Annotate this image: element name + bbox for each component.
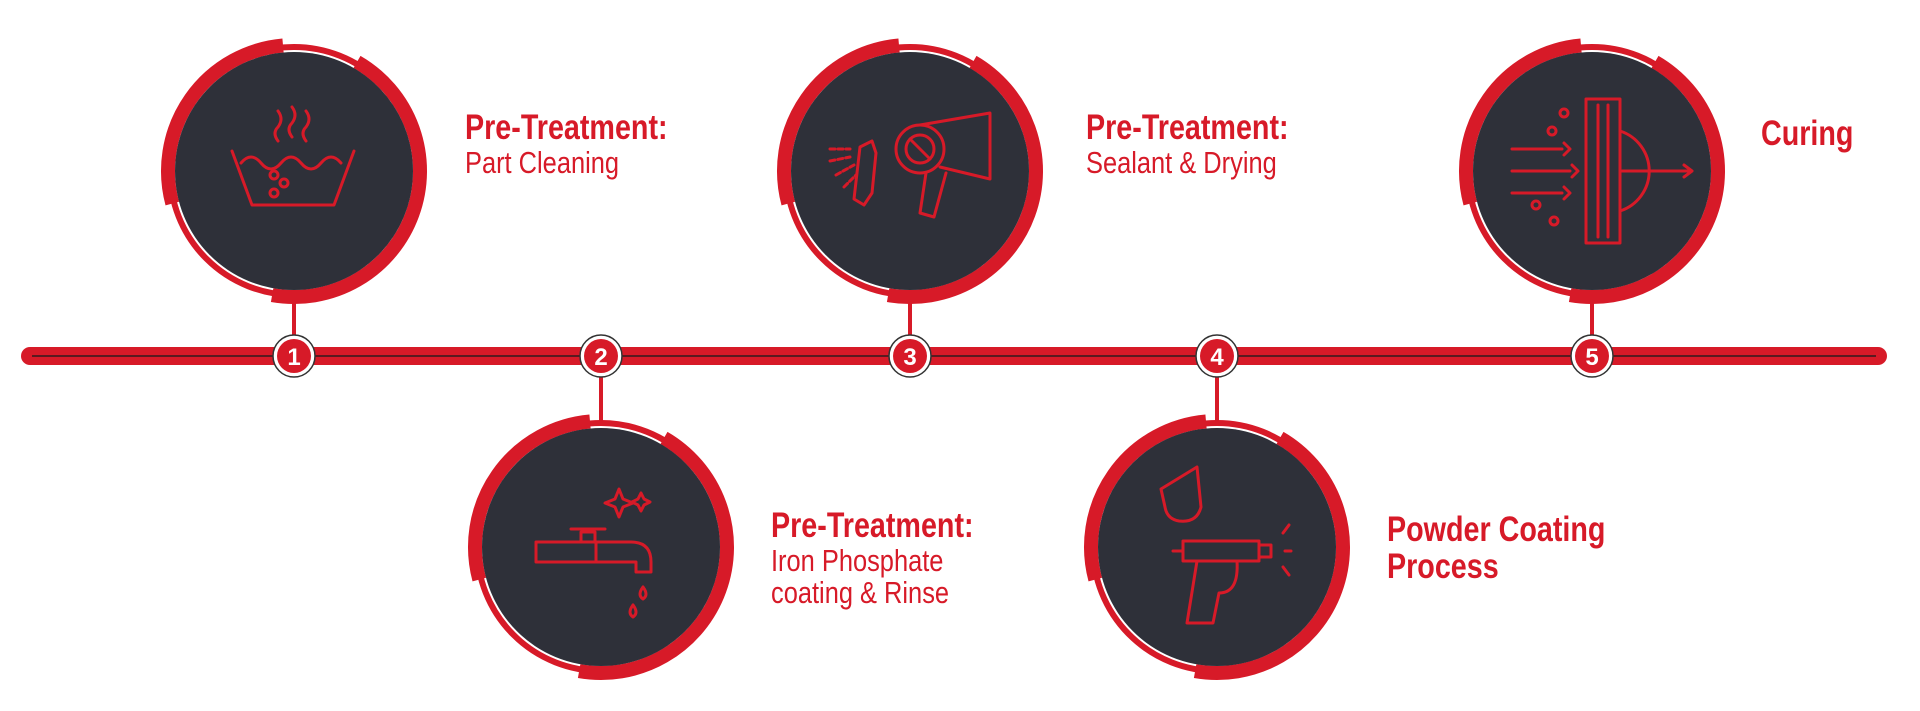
step-2-heading: Pre-Treatment: [771, 506, 974, 545]
ring-arc [468, 414, 591, 582]
step-2-node: 2 [579, 334, 623, 378]
step-2-circle [468, 414, 734, 680]
spray-dryer-icon [828, 111, 992, 219]
step-number: 2 [594, 344, 607, 371]
ring-arc [270, 55, 427, 304]
washing-basin-icon [230, 105, 356, 207]
step-number: 5 [1585, 344, 1598, 371]
step-4-label: Powder Coating Process [1387, 510, 1606, 586]
step-5-circle [1459, 38, 1725, 304]
step-1-label: Pre-Treatment: Part Cleaning [465, 108, 668, 180]
step-3-subtitle: Sealant & Drying [1086, 144, 1277, 180]
step-3-heading: Pre-Treatment: [1086, 108, 1289, 147]
faucet-icon [534, 487, 653, 619]
step-1-node: 1 [272, 334, 316, 378]
step-1-circle [161, 38, 427, 304]
step-4-heading: Powder Coating [1387, 510, 1606, 549]
ring-arc [577, 431, 734, 680]
step-2-label: Pre-Treatment: Iron Phosphate coating & … [771, 506, 974, 611]
step-3-node: 3 [888, 334, 932, 378]
step-4-circle [1084, 414, 1350, 680]
ring-arc [1568, 55, 1725, 304]
step-1-subtitle: Part Cleaning [465, 144, 620, 180]
ring-arc [161, 38, 284, 206]
step-5-label: Curing [1761, 114, 1854, 153]
curing-oven-icon [1510, 97, 1694, 245]
step-4-node: 4 [1195, 334, 1239, 378]
ring-arc [1459, 38, 1582, 206]
step-4-heading-2: Process [1387, 546, 1499, 586]
ring-arc [1193, 431, 1350, 680]
step-5-node: 5 [1570, 334, 1614, 378]
step-number: 4 [1210, 344, 1224, 371]
step-2-subtitle-2: coating & Rinse [771, 575, 950, 611]
step-3-label: Pre-Treatment: Sealant & Drying [1086, 108, 1289, 180]
step-1-heading: Pre-Treatment: [465, 108, 668, 147]
step-5-heading: Curing [1761, 114, 1854, 153]
ring-arc [1084, 414, 1207, 582]
step-2-subtitle: Iron Phosphate [771, 542, 944, 578]
ring-arc [777, 38, 900, 206]
ring-arc [886, 55, 1043, 304]
spray-gun-icon [1159, 465, 1293, 625]
step-number: 1 [287, 344, 300, 371]
step-number: 3 [903, 344, 916, 371]
